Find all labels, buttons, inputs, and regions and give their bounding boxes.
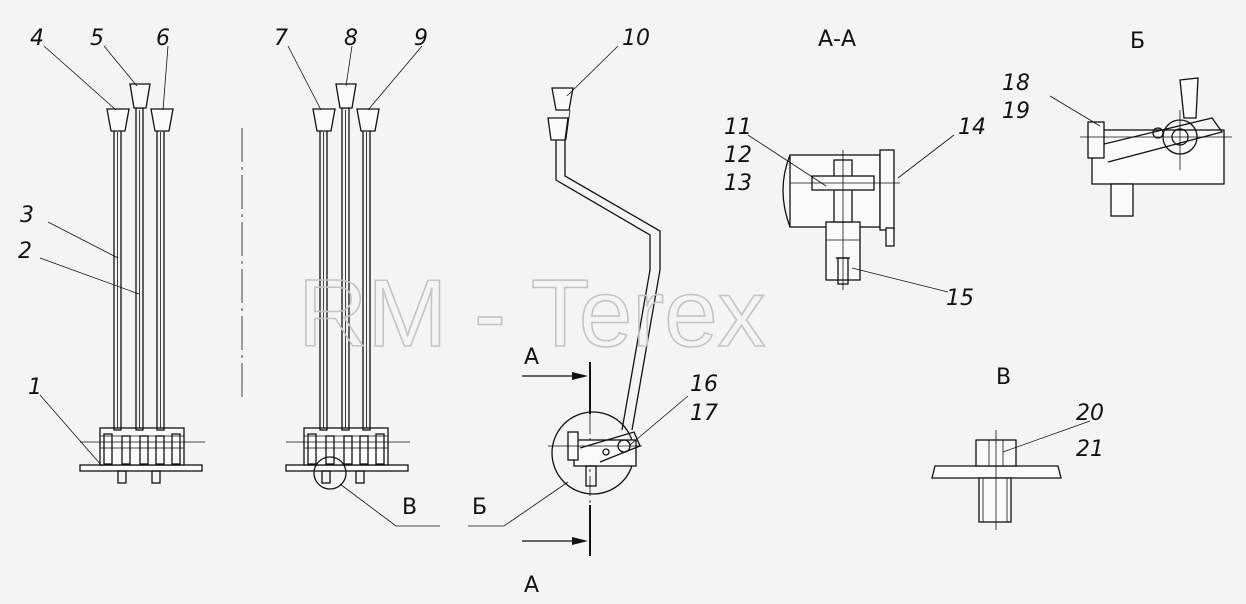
- part-label-16: 16: [690, 372, 718, 397]
- view-labels: А-А Б В А А В Б: [402, 27, 1145, 598]
- detail-v-title: В: [996, 365, 1011, 390]
- part-label-17: 17: [690, 401, 718, 426]
- callout-v-label: В: [402, 495, 417, 520]
- front-view-left: [79, 83, 205, 484]
- callout-b-label: Б: [472, 495, 487, 520]
- part-label-14: 14: [958, 115, 986, 140]
- part-label-11: 11: [724, 115, 752, 140]
- side-view: [522, 87, 661, 556]
- part-label-10: 10: [622, 26, 650, 51]
- detail-b: [1080, 77, 1232, 217]
- part-label-12: 12: [724, 143, 752, 168]
- part-label-8: 8: [344, 26, 358, 51]
- part-label-18: 18: [1002, 71, 1030, 96]
- cut-a-bottom-label: А: [524, 573, 539, 598]
- cut-a-top-label: А: [524, 345, 539, 370]
- part-labels: 1 2 3 4 5 6 7 8 9 10 11 12 13 14 15 16 1…: [18, 26, 1104, 462]
- part-label-5: 5: [90, 26, 104, 51]
- part-label-15: 15: [946, 286, 974, 311]
- part-label-19: 19: [1002, 99, 1030, 124]
- part-label-6: 6: [156, 26, 170, 51]
- detail-b-title: Б: [1130, 29, 1145, 54]
- part-label-7: 7: [274, 26, 288, 51]
- leader-lines: [39, 45, 1101, 527]
- part-label-20: 20: [1076, 401, 1104, 426]
- part-label-1: 1: [28, 375, 42, 400]
- front-view-right: [285, 83, 410, 490]
- part-label-2: 2: [18, 239, 32, 264]
- section-aa: [782, 149, 900, 290]
- part-label-4: 4: [30, 26, 44, 51]
- part-label-21: 21: [1076, 437, 1104, 462]
- part-label-3: 3: [20, 203, 34, 228]
- watermark: RM - Terex: [298, 260, 766, 367]
- section-aa-title: А-А: [818, 27, 856, 52]
- part-label-9: 9: [414, 26, 428, 51]
- detail-v: [931, 430, 1062, 530]
- part-label-13: 13: [724, 171, 752, 196]
